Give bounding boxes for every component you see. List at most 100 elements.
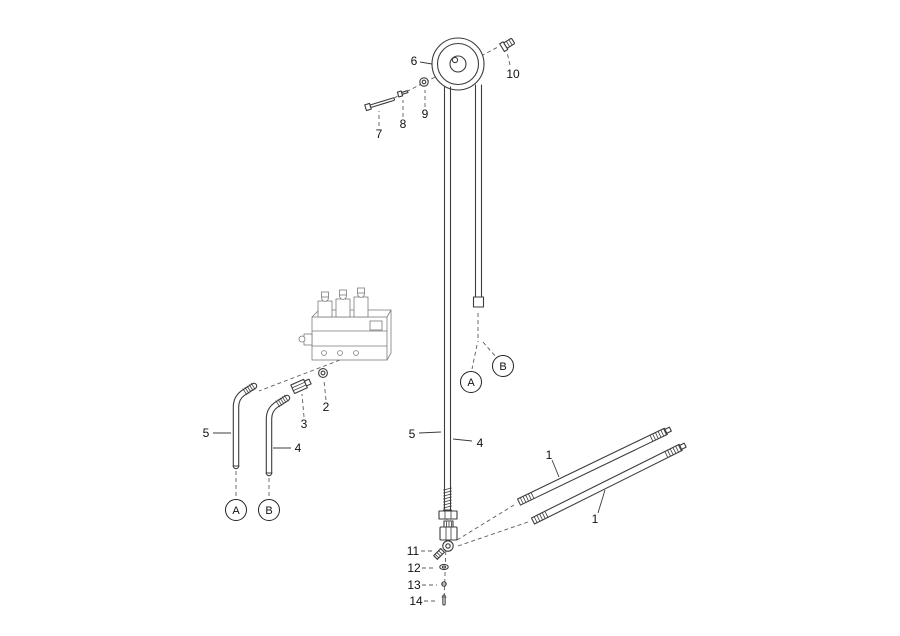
leader-2 (323, 380, 327, 401)
nut-body (438, 510, 458, 520)
plug-body (503, 37, 515, 49)
callout-14: 14 (409, 594, 423, 608)
tube-nipple (679, 442, 687, 450)
tube-nipple (664, 426, 672, 434)
hose-left-a (232, 382, 258, 470)
hose-left-b (265, 394, 291, 477)
ref-circle-a-left (225, 499, 247, 521)
leader-4-center (452, 438, 473, 442)
tube-lower (530, 442, 687, 525)
callout-3: 3 (301, 417, 308, 431)
ref-circle-b-center (492, 355, 514, 377)
ref-circle-b-left (258, 499, 280, 521)
ring-inner (320, 370, 326, 376)
tube-nut (438, 510, 458, 520)
callout-8: 8 (400, 117, 407, 131)
tube-upper (516, 426, 672, 506)
valve-port (337, 350, 343, 356)
bolt-shaft (369, 97, 395, 108)
callout-5-left: 5 (203, 426, 210, 440)
labels: 6 7 8 9 10 5 4 5 4 1 1 2 3 11 12 13 14 A… (203, 54, 599, 608)
link-to-ref-a-center (471, 344, 478, 370)
nut-facets (444, 510, 452, 520)
hose-thread-hatch (443, 487, 452, 509)
callout-7: 7 (376, 127, 383, 141)
link-to-ref-b-center (482, 341, 497, 358)
leader-3 (301, 393, 305, 418)
hose-end-collar (472, 296, 485, 308)
axis-line-block-to-hoses (258, 359, 341, 392)
hose-loop-right-run (472, 84, 485, 308)
elbow-facets (445, 526, 452, 541)
leader-6 (419, 61, 433, 65)
leader-lines (213, 61, 606, 514)
ref-label-a-center: A (467, 377, 475, 389)
elbow-stub-threads (446, 521, 452, 528)
tube-thread-hatch (533, 444, 682, 524)
washer-small (439, 563, 449, 571)
elbow-stub2-threads (434, 550, 443, 559)
pin (441, 594, 447, 606)
valve-port (321, 350, 327, 356)
ref-circle-a-center (460, 371, 482, 393)
valve-section (317, 300, 333, 318)
pulley-hub-slot (451, 56, 459, 64)
valve-block (298, 287, 392, 361)
link-elbow-to-tube-lower (457, 521, 529, 547)
screw-shaft (401, 90, 409, 95)
valve-top (321, 291, 329, 298)
parts (232, 37, 687, 606)
washer-small-inner (441, 565, 447, 569)
washer (419, 77, 429, 87)
adapter-stub (303, 378, 312, 387)
leader-1-lower (597, 489, 606, 514)
dashed-lines (235, 46, 529, 605)
hose-bore (266, 395, 290, 476)
valve-port (353, 350, 359, 356)
callout-4-center: 4 (477, 436, 484, 450)
link-elbow-to-tube-upper (456, 504, 515, 541)
hose-loop-left-run (442, 86, 453, 511)
plug-threads (505, 39, 513, 48)
elbow-fitting (433, 520, 458, 560)
leader-1-upper (551, 459, 560, 478)
valve-side-port-face (298, 335, 306, 343)
callout-11: 11 (407, 544, 420, 558)
valve-section (353, 296, 369, 318)
ring (318, 368, 328, 378)
ref-label-b-left: B (265, 505, 272, 517)
callout-1-upper: 1 (546, 448, 553, 462)
pin-body (442, 594, 446, 606)
callout-13: 13 (407, 578, 421, 592)
screw (396, 90, 409, 98)
hose-bore (233, 383, 257, 469)
adapter-facets (291, 381, 307, 392)
adapter-fitting (290, 378, 312, 395)
thread-hatch (242, 382, 256, 396)
leader-5-center (418, 431, 442, 434)
thread-hatch (275, 394, 289, 408)
pulley (431, 37, 485, 91)
callout-12: 12 (407, 561, 421, 575)
elbow-diagonal-stub (433, 548, 445, 560)
ref-label-a-left: A (232, 505, 240, 517)
leader-10 (506, 51, 511, 66)
elbow-eye-bore (445, 543, 451, 549)
bolt (364, 97, 395, 112)
callout-9: 9 (422, 107, 429, 121)
elbow-body (439, 526, 458, 541)
reference-circles (225, 355, 514, 521)
axis-line-pulley-to-plug (480, 46, 499, 57)
screw-small (441, 581, 447, 587)
tube-thread-hatch (519, 428, 667, 505)
valve-section (335, 298, 351, 318)
washer-inner (421, 79, 427, 85)
callout-10: 10 (506, 67, 520, 81)
hose-tip-threads (275, 394, 289, 408)
callout-4-left: 4 (295, 441, 302, 455)
callout-5-center: 5 (409, 427, 416, 441)
plug-fitting (499, 37, 515, 53)
valve-detail (369, 320, 383, 331)
